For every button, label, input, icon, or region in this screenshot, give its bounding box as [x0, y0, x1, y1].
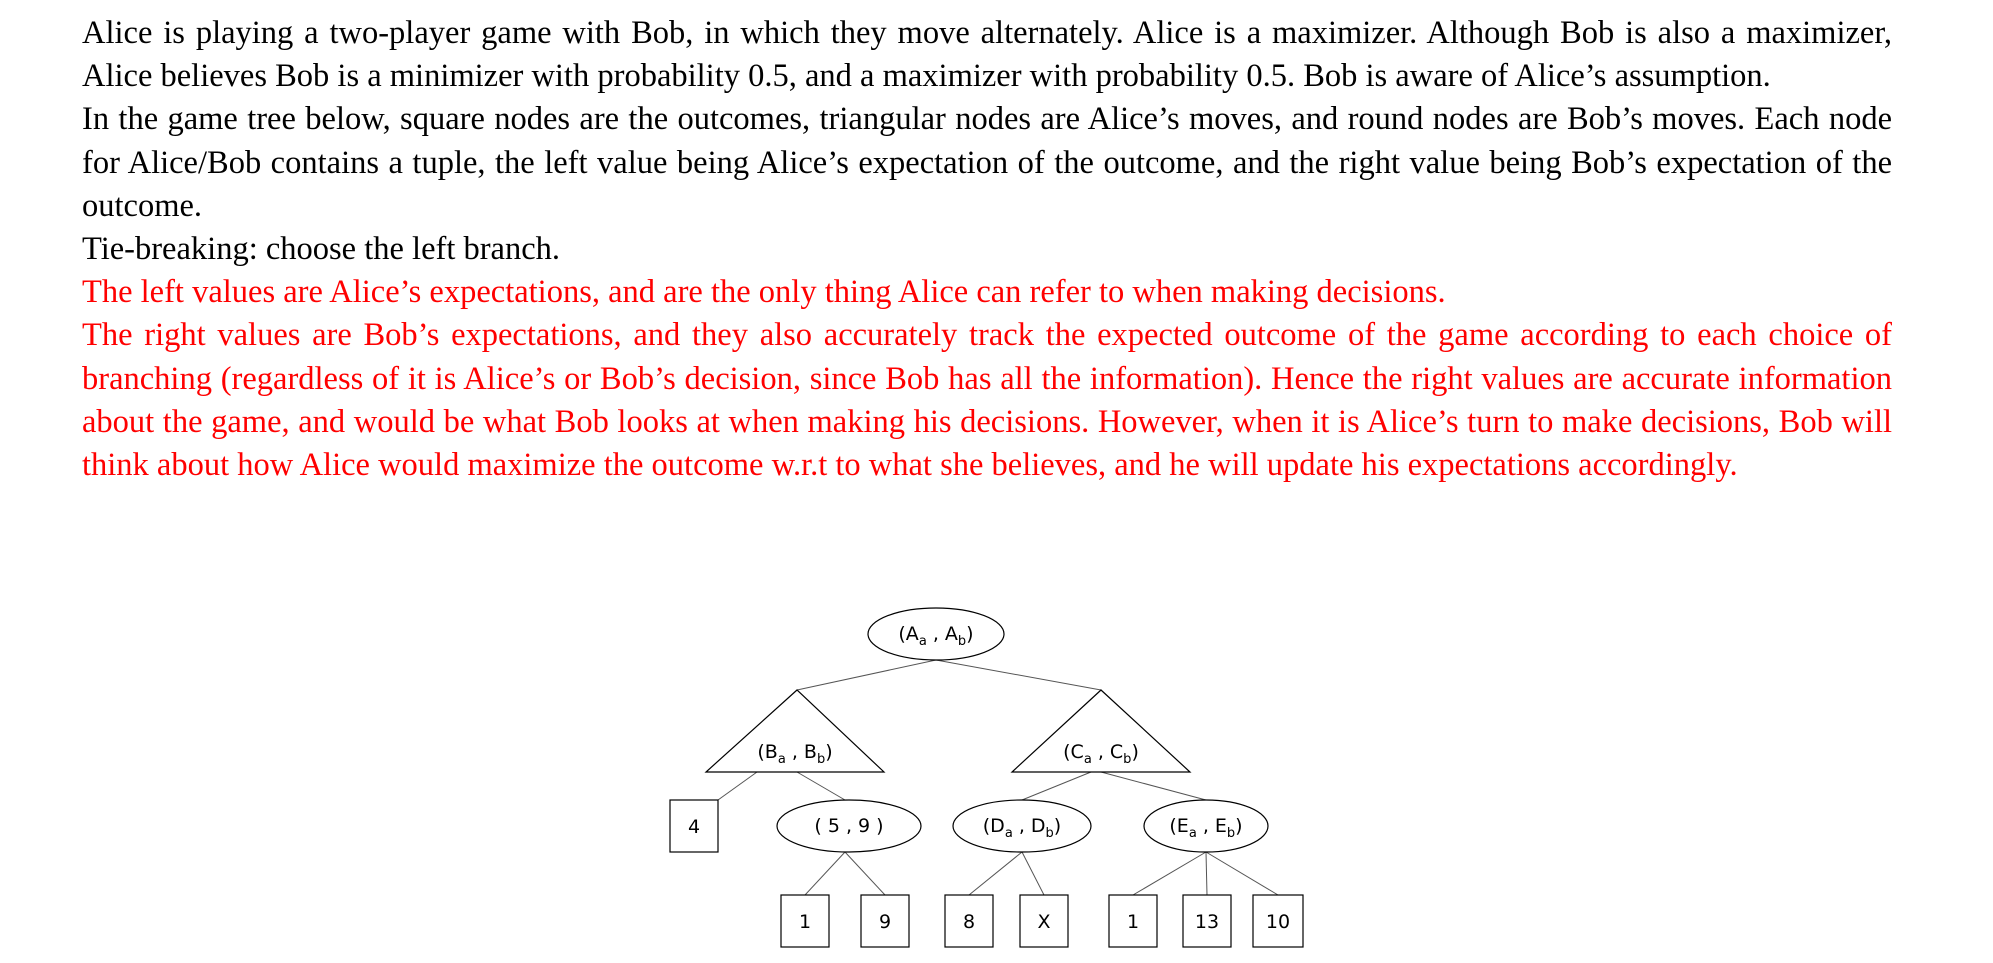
svg-text:(Ba , Bb): (Ba , Bb) — [757, 741, 832, 767]
svg-text:( 5 , 9 ): ( 5 , 9 ) — [814, 815, 883, 837]
leaf-10: 10 — [1252, 894, 1304, 948]
edge-e-to-leaf-1b — [1132, 851, 1207, 896]
edge-d-to-leaf-x — [1021, 851, 1045, 896]
leaf-9: 9 — [860, 894, 910, 948]
svg-text:(Ca , Cb): (Ca , Cb) — [1063, 741, 1139, 767]
edge-e-to-leaf-13 — [1205, 851, 1208, 896]
intro-paragraph: Alice is playing a two-player game with … — [82, 15, 1892, 95]
svg-text:13: 13 — [1195, 911, 1219, 933]
root-node: (Aa , Ab) — [867, 607, 1005, 661]
edge-e-to-leaf-10 — [1205, 851, 1279, 896]
alice-node-b: (Ba , Bb) — [704, 689, 886, 773]
edge-b-to-leaf-4 — [717, 771, 758, 801]
leaf-13: 13 — [1182, 894, 1232, 948]
leaf-1-right: 1 — [1108, 894, 1158, 948]
svg-text:(Aa , Ab): (Aa , Ab) — [898, 623, 973, 649]
leaf-x: X — [1019, 894, 1069, 948]
edge-root-to-b — [796, 659, 937, 691]
bob-node-d: (Da , Db) — [952, 799, 1092, 853]
edge-c-to-e — [1100, 771, 1207, 801]
edge-d-to-leaf-8 — [968, 851, 1023, 896]
problem-text: Alice is playing a two-player game with … — [82, 12, 1892, 487]
svg-text:1: 1 — [1127, 911, 1139, 933]
bob-node-given: ( 5 , 9 ) — [776, 799, 922, 853]
edge-c-to-d — [1021, 771, 1092, 801]
svg-text:8: 8 — [963, 911, 975, 933]
leaf-8: 8 — [944, 894, 994, 948]
edge-root-to-c — [935, 659, 1102, 691]
right-values-note: The right values are Bob’s expectations,… — [82, 317, 1892, 484]
svg-text:(Da , Db): (Da , Db) — [983, 815, 1061, 841]
svg-text:10: 10 — [1266, 911, 1290, 933]
bob-node-e: (Ea , Eb) — [1143, 799, 1269, 853]
tree-description-paragraph: In the game tree below, square nodes are… — [82, 101, 1892, 224]
svg-text:1: 1 — [799, 911, 811, 933]
leaf-1-left: 1 — [780, 894, 830, 948]
edge-given-to-leaf-9 — [844, 851, 886, 896]
tie-breaking-paragraph: Tie-breaking: choose the left branch. — [82, 231, 561, 268]
svg-text:(Ea , Eb): (Ea , Eb) — [1169, 815, 1242, 841]
edge-b-to-bob-given — [796, 771, 846, 801]
leaf-4: 4 — [669, 799, 719, 853]
svg-text:4: 4 — [688, 816, 700, 838]
edge-given-to-leaf-1a — [804, 851, 846, 896]
left-values-note: The left values are Alice’s expectations… — [82, 274, 1446, 311]
svg-text:9: 9 — [879, 911, 891, 933]
alice-node-c: (Ca , Cb) — [1010, 689, 1192, 773]
svg-text:X: X — [1037, 911, 1050, 933]
